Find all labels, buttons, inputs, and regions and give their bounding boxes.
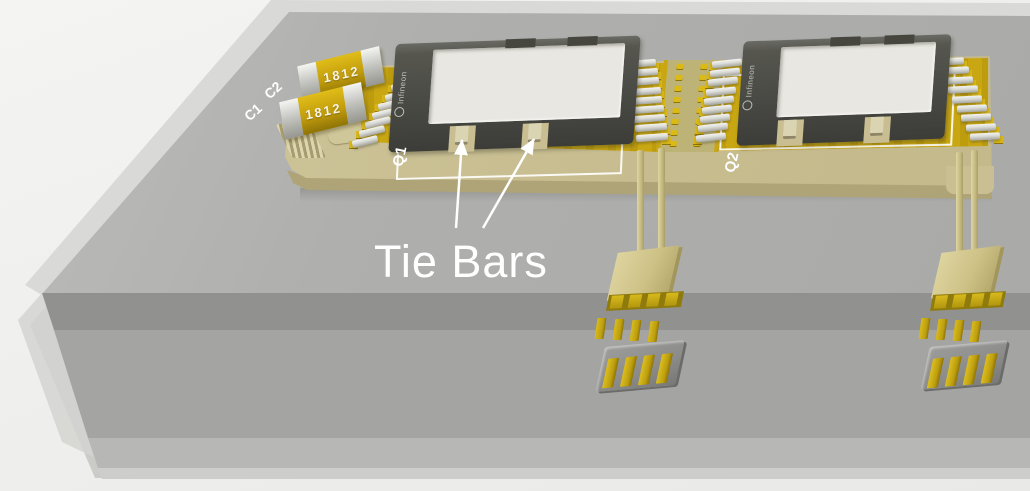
chip-q1: Infineon xyxy=(388,35,641,153)
lead-frame-rod xyxy=(956,152,963,255)
via-pad xyxy=(700,64,708,69)
package-pin xyxy=(926,357,945,389)
terminal-pin xyxy=(935,319,948,340)
package-pin xyxy=(962,354,980,386)
terminal-block xyxy=(930,291,1006,311)
terminal-pin xyxy=(629,320,642,341)
package-body xyxy=(920,340,1008,390)
lead-frame-rod xyxy=(637,150,644,255)
infineon-logo-text: Infineon xyxy=(743,64,757,98)
lead-pad xyxy=(985,117,994,125)
terminal-block xyxy=(605,291,685,311)
lead-pad xyxy=(994,136,1003,144)
lead-pad xyxy=(662,136,671,144)
package-pin xyxy=(980,353,998,384)
chip-top-notch xyxy=(884,34,916,45)
via-pad xyxy=(670,130,678,135)
lead-frame-rod xyxy=(971,150,978,255)
infineon-logo: Infineon xyxy=(393,71,409,118)
chip-top-notch xyxy=(830,36,862,47)
terminal-pin xyxy=(952,320,965,341)
terminal-block-bump xyxy=(664,292,679,306)
terminal-pin xyxy=(647,321,659,342)
package-body xyxy=(595,340,685,392)
via-pad xyxy=(671,119,679,124)
lead-pad xyxy=(657,109,667,116)
chip-top-notch xyxy=(566,36,598,47)
tie-bar xyxy=(782,119,798,140)
lead-pad xyxy=(653,81,662,89)
package-pin xyxy=(944,356,962,387)
tie-bar-notch xyxy=(776,119,805,147)
lead-pad xyxy=(651,72,661,80)
tie-bar xyxy=(527,123,542,143)
via-pad xyxy=(672,108,680,113)
pcb-edge-tab xyxy=(946,166,994,194)
chip-q2: Infineon xyxy=(736,34,952,147)
lead-pad xyxy=(654,90,664,98)
infineon-logo-ring-icon xyxy=(741,100,753,111)
paddle-plate xyxy=(930,245,1002,299)
lead-pad xyxy=(962,70,972,78)
package-pin xyxy=(619,356,638,387)
terminal-block-bump xyxy=(969,293,985,307)
tie-bar-notch xyxy=(521,122,549,150)
terminal-pin xyxy=(918,318,931,339)
chip-lead xyxy=(951,94,983,104)
via-pad xyxy=(675,75,683,80)
lead-pad xyxy=(958,61,967,68)
tie-bar-notch xyxy=(863,116,892,144)
tie-bar-notch xyxy=(448,125,476,153)
lead-pad xyxy=(971,89,981,97)
chip-lead xyxy=(965,123,996,132)
terminal-pin xyxy=(969,321,982,342)
via-pad xyxy=(676,64,684,69)
lead-pad xyxy=(967,79,976,87)
capacitor-marking: 1812 xyxy=(303,99,343,123)
lead-pad xyxy=(659,118,668,126)
chip-top-notch xyxy=(505,38,537,49)
lead-pad xyxy=(650,63,659,70)
terminal-block-bump xyxy=(951,294,967,308)
tie-bar xyxy=(454,125,469,146)
infineon-logo: Infineon xyxy=(741,64,757,111)
lead-pad xyxy=(660,127,670,135)
terminal-block-bump xyxy=(988,292,1003,306)
infineon-logo-ring-icon xyxy=(393,107,405,118)
infineon-logo-text: Infineon xyxy=(395,71,408,105)
via-pad xyxy=(673,97,681,102)
chip-top-surface xyxy=(428,43,626,125)
lead-pad xyxy=(656,99,665,107)
terminal-pin xyxy=(612,319,624,340)
terminal-block-bump xyxy=(645,293,661,307)
tie-bar xyxy=(869,116,885,137)
lead-frame-rod xyxy=(658,148,665,255)
via-pad xyxy=(699,75,707,80)
chip-top-surface xyxy=(776,41,937,118)
via-pad xyxy=(674,86,682,91)
package-pin xyxy=(637,354,656,386)
lead-pad xyxy=(980,108,990,115)
terminal-block-bump xyxy=(609,295,625,309)
terminal-block-bump xyxy=(627,294,643,308)
capacitor-marking: 1812 xyxy=(321,63,361,86)
package-pin xyxy=(601,357,620,389)
package-pin xyxy=(655,353,674,384)
terminal-block-bump xyxy=(933,295,949,309)
tie-bars-label: Tie Bars xyxy=(374,236,548,287)
terminal-pin xyxy=(594,318,607,339)
